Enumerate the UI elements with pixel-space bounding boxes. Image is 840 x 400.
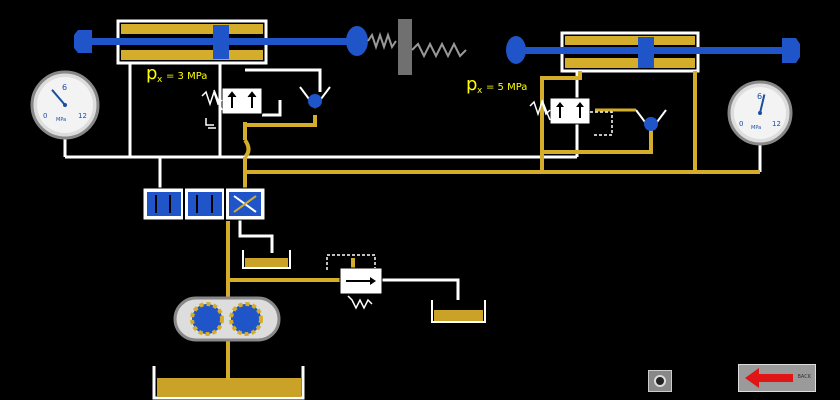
right-cylinder <box>506 31 800 73</box>
right-gauge-min-label: 0 <box>739 120 743 128</box>
gear-pump <box>173 296 281 380</box>
left-gauge-needle <box>51 89 66 106</box>
back-button-label: BACK <box>797 374 811 380</box>
stop-wall <box>398 19 412 75</box>
left-gauge-unit: MPa <box>56 117 66 123</box>
left-rod-end-cap <box>74 30 92 53</box>
pump-gear-right <box>229 302 263 336</box>
right-pressure-label: p x = 5 MPa <box>466 74 527 96</box>
right-gauge-needle <box>759 94 766 114</box>
right-sequence-valve <box>529 97 613 136</box>
right-pressure-value: = 5 MPa <box>486 82 527 93</box>
right-pressure-symbol: p <box>466 74 477 95</box>
left-pressure-value: = 3 MPa <box>166 71 207 82</box>
left-pressure-subscript: x <box>157 75 163 85</box>
relief-tank <box>431 300 486 323</box>
gold-pressure-lines <box>226 71 760 298</box>
right-pressure-subscript: x <box>477 86 483 96</box>
left-sequence-valve <box>201 87 263 129</box>
relief-valve <box>326 254 383 310</box>
white-return-lines <box>63 63 762 300</box>
right-gauge-mid-label: 6 <box>757 92 762 101</box>
left-cylinder-oil-top <box>121 24 263 34</box>
left-pressure-gauge: 6 0 12 MPa <box>30 70 100 140</box>
left-cylinder-oil-bottom <box>121 50 263 60</box>
left-gauge-min-label: 0 <box>43 112 47 120</box>
right-pressure-gauge: 6 0 12 MPa <box>727 80 793 146</box>
right-piston <box>638 37 654 68</box>
camera-button[interactable] <box>648 370 672 392</box>
left-pressure-symbol: p <box>146 63 157 84</box>
left-cylinder <box>74 19 368 65</box>
right-cylinder-oil-top <box>565 36 695 45</box>
left-gauge-max-label: 12 <box>78 112 87 120</box>
right-rod-load-end <box>506 36 526 64</box>
right-check-valve <box>595 108 667 132</box>
right-cylinder-oil-bottom <box>565 58 695 68</box>
left-piston <box>213 25 229 59</box>
drain-tank-small <box>242 250 291 269</box>
right-gauge-unit: MPa <box>751 125 761 131</box>
pump-gear-left <box>190 302 224 336</box>
left-check-valve <box>299 86 331 109</box>
left-pressure-label: p x = 3 MPa <box>146 63 207 85</box>
left-rod-load-end <box>346 26 368 56</box>
right-gauge-max-label: 12 <box>772 120 781 128</box>
back-button[interactable]: BACK <box>738 364 816 392</box>
directional-control-valve <box>142 187 266 221</box>
left-piston-rod <box>92 38 367 45</box>
left-gauge-mid-label: 6 <box>62 83 67 92</box>
camera-icon <box>654 375 666 387</box>
right-rod-end-cap <box>782 38 800 63</box>
load-spring <box>367 19 467 75</box>
back-arrow-icon <box>745 368 793 388</box>
main-reservoir <box>152 366 305 400</box>
